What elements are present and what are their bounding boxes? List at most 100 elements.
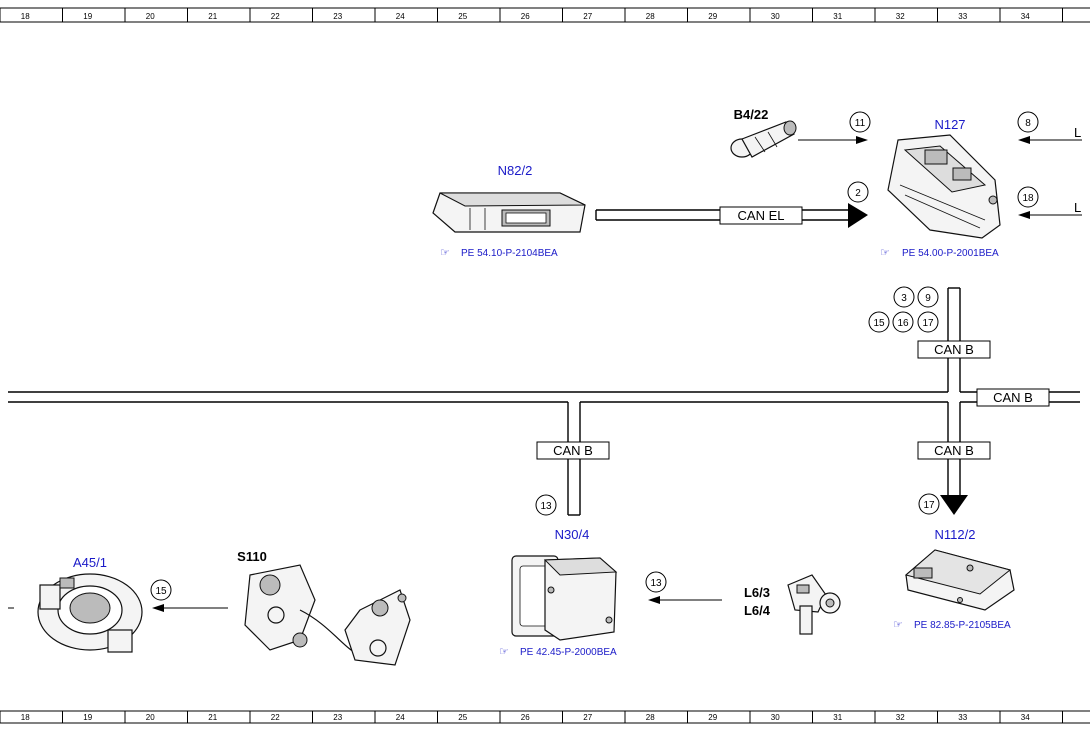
ruler-number: 34: [1021, 713, 1030, 722]
svg-text:11: 11: [855, 118, 866, 129]
marker-3: 3: [893, 286, 915, 308]
svg-text:18: 18: [1022, 193, 1034, 204]
n127-module-drawing: [887, 134, 1001, 239]
svg-text:9: 9: [925, 293, 931, 304]
marker-2: 2: [847, 181, 869, 203]
ruler-number: 28: [646, 12, 655, 21]
ruler-number: 32: [896, 12, 905, 21]
can-b-label-mid: CAN B: [917, 441, 991, 460]
n82-2-module-drawing: [432, 192, 586, 233]
n112-2-ref-link[interactable]: ☞ PE 82.85-P-2105BEA: [893, 619, 1011, 631]
can-b-label-left: CAN B: [536, 441, 610, 460]
ruler-number: 23: [333, 12, 342, 21]
ruler-number: 19: [83, 713, 92, 722]
marker-17b: 17: [918, 493, 940, 515]
n30-4-label: N30/4: [555, 527, 590, 542]
svg-text:CAN B: CAN B: [993, 390, 1033, 405]
signal-arrows: [8, 136, 1082, 612]
ruler-number: 30: [771, 713, 780, 722]
l6-3-label: L6/3: [744, 585, 770, 600]
svg-text:16: 16: [897, 318, 909, 329]
marker-8: 8: [1017, 111, 1039, 133]
b4-22-label: B4/22: [734, 107, 769, 122]
can-b-main-bus: [8, 287, 1080, 516]
svg-text:13: 13: [540, 501, 552, 512]
ruler-number: 22: [271, 12, 280, 21]
a45-1-clockspring-drawing: [37, 573, 143, 653]
can-b-label-right: CAN B: [976, 388, 1050, 407]
ruler-number: 18: [21, 12, 30, 21]
ruler-number: 34: [1021, 12, 1030, 21]
ruler-number: 24: [396, 12, 405, 21]
svg-text:PE 54.10-P-2104BEA: PE 54.10-P-2104BEA: [461, 248, 558, 259]
ruler-number: 21: [208, 12, 217, 21]
ruler-number: 33: [958, 713, 967, 722]
svg-text:8: 8: [1025, 118, 1031, 129]
s110-switch-drawing: [244, 564, 411, 666]
marker-18: 18: [1017, 186, 1039, 208]
edge-letter-bottom: L: [1074, 200, 1081, 215]
ruler-number: 28: [646, 713, 655, 722]
a45-1-label: A45/1: [73, 555, 107, 570]
ruler-number: 22: [271, 713, 280, 722]
ruler-number: 21: [208, 713, 217, 722]
ruler-number: 32: [896, 713, 905, 722]
s110-label: S110: [237, 549, 267, 564]
can-b-label-top: CAN B: [917, 340, 991, 359]
ruler-number: 27: [583, 12, 592, 21]
ruler-number: 27: [583, 713, 592, 722]
marker-16: 16: [892, 311, 914, 333]
pointer-hand-icon: ☞: [880, 247, 890, 259]
svg-text:2: 2: [855, 188, 861, 199]
ruler-number: 26: [521, 713, 530, 722]
svg-text:15: 15: [155, 586, 167, 597]
marker-11: 11: [849, 111, 871, 133]
ruler-number: 26: [521, 12, 530, 21]
n112-2-module-drawing: [904, 549, 1015, 611]
n82-2-label: N82/2: [498, 163, 533, 178]
marker-13b: 13: [645, 571, 667, 593]
edge-letter-top: L: [1074, 125, 1081, 140]
ruler-number: 20: [146, 713, 155, 722]
ruler-number: 23: [333, 713, 342, 722]
svg-text:PE 82.85-P-2105BEA: PE 82.85-P-2105BEA: [914, 620, 1011, 631]
svg-text:CAN EL: CAN EL: [738, 208, 785, 223]
n112-arrow: [940, 495, 968, 515]
b4-22-sensor-drawing: [730, 120, 797, 158]
ruler-number: 20: [146, 12, 155, 21]
n82-2-ref-link[interactable]: ☞ PE 54.10-P-2104BEA: [440, 247, 558, 259]
ruler-number: 31: [833, 713, 842, 722]
n112-2-label: N112/2: [935, 527, 976, 542]
marker-9: 9: [917, 286, 939, 308]
can-el-label: CAN EL: [719, 206, 803, 225]
ruler-number: 18: [21, 713, 30, 722]
marker-15b: 15: [150, 579, 172, 601]
svg-text:15: 15: [873, 318, 885, 329]
n30-4-ref-link[interactable]: ☞ PE 42.45-P-2000BEA: [499, 646, 617, 658]
svg-text:17: 17: [923, 500, 935, 511]
ruler-number: 29: [708, 12, 717, 21]
pointer-hand-icon: ☞: [499, 646, 509, 658]
svg-text:PE 54.00-P-2001BEA: PE 54.00-P-2001BEA: [902, 248, 999, 259]
l6-4-label: L6/4: [744, 603, 771, 618]
svg-text:3: 3: [901, 293, 907, 304]
ruler-number: 25: [458, 713, 467, 722]
svg-text:CAN B: CAN B: [934, 342, 974, 357]
pointer-hand-icon: ☞: [893, 619, 903, 631]
n30-4-module-drawing: [511, 555, 618, 641]
ruler-number: 31: [833, 12, 842, 21]
marker-13a: 13: [535, 494, 557, 516]
svg-text:PE 42.45-P-2000BEA: PE 42.45-P-2000BEA: [520, 647, 617, 658]
svg-text:13: 13: [650, 578, 662, 589]
pointer-hand-icon: ☞: [440, 247, 450, 259]
ruler-number: 25: [458, 12, 467, 21]
svg-text:CAN B: CAN B: [934, 443, 974, 458]
n127-ref-link[interactable]: ☞ PE 54.00-P-2001BEA: [880, 247, 999, 259]
marker-17a: 17: [917, 311, 939, 333]
marker-15a: 15: [868, 311, 890, 333]
n127-label: N127: [934, 117, 965, 132]
ruler-number: 33: [958, 12, 967, 21]
